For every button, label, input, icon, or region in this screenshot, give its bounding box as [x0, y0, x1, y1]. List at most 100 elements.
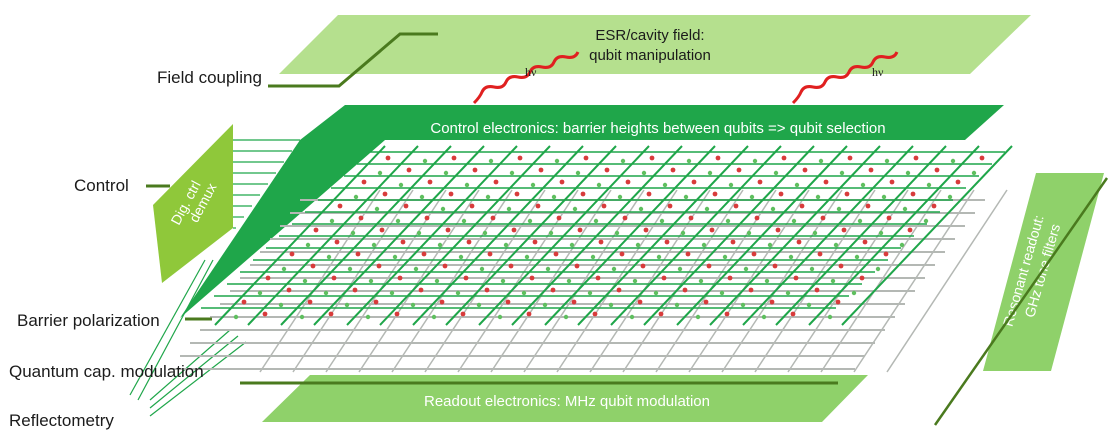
qubit-dot [310, 263, 316, 269]
qubit-dot [419, 194, 425, 200]
barrier-line-column [379, 145, 551, 326]
qubit-dot [833, 242, 839, 248]
readout-grid-column [490, 189, 612, 373]
readout-grid-column [754, 189, 876, 373]
readout-grid-column [787, 189, 909, 373]
qubit-dot [451, 155, 457, 161]
qubit-dot [413, 266, 419, 272]
qubit-dot [559, 179, 565, 185]
qubit-dot [538, 167, 544, 173]
qubit-dot [773, 170, 779, 176]
qubit-dot [761, 314, 767, 320]
qubit-dot [770, 206, 776, 212]
qubit-dot [751, 251, 757, 257]
qubit-dot [385, 155, 391, 161]
qubit-dot [500, 278, 506, 284]
control-electronics-slab [180, 140, 385, 318]
qubit-dot [733, 203, 739, 209]
reflectometry-wire [149, 341, 247, 417]
barrier-line-column [775, 145, 947, 326]
qubit-dot [479, 266, 485, 272]
qubit-dot [851, 290, 857, 296]
qubit-dot [529, 275, 535, 281]
readout-grid-column [853, 189, 975, 373]
qubit-dot [947, 194, 953, 200]
readout-grid-column [589, 189, 711, 373]
qubit-dot [616, 287, 622, 293]
label-field-coupling: Field coupling [157, 68, 262, 87]
qubit-dot [511, 227, 517, 233]
barrier-line-column [610, 145, 782, 326]
qubit-dot [526, 311, 532, 317]
qubit-dot [835, 299, 841, 305]
qubit-dot [596, 182, 602, 188]
qubit-dot [331, 275, 337, 281]
qubit-dot [286, 287, 292, 293]
resonant-connector [933, 177, 1109, 426]
qubit-dot [241, 299, 247, 305]
label-control: Control [74, 176, 129, 195]
qubit-dot [838, 263, 844, 269]
photon-wave-left-icon [472, 51, 580, 105]
qubit-dot [931, 203, 937, 209]
readout-grid-column [655, 189, 777, 373]
qubit-dot [440, 206, 446, 212]
qubit-dot [785, 290, 791, 296]
qubit-dot [397, 275, 403, 281]
qubit-dot [373, 299, 379, 305]
reflectometry-wire [149, 329, 231, 401]
qubit-dot [971, 170, 977, 176]
readout-grid-column [259, 189, 381, 373]
qubit-dot [265, 275, 271, 281]
qubit-dot [868, 167, 874, 173]
readout-grid-column [622, 189, 744, 373]
qubit-dot [905, 170, 911, 176]
qubit-dot [757, 179, 763, 185]
qubit-dot [406, 167, 412, 173]
qubit-dot [461, 218, 467, 224]
qubit-dot [860, 182, 866, 188]
qubit-dot [431, 314, 437, 320]
qubit-dot [563, 314, 569, 320]
qubit-dot [823, 179, 829, 185]
qubit-dot [398, 182, 404, 188]
qubit-dot [476, 302, 482, 308]
barrier-line-column [214, 145, 386, 326]
qubit-dot [878, 230, 884, 236]
barrier-line-column [412, 145, 584, 326]
qubit-dot [641, 170, 647, 176]
qubit-dot [595, 275, 601, 281]
qubit-dot [434, 278, 440, 284]
qubit-dot [583, 155, 589, 161]
qubit-dot [788, 254, 794, 260]
qubit-dot [724, 311, 730, 317]
qubit-dot [748, 287, 754, 293]
readout-grid-column [721, 189, 843, 373]
qubit-dot [643, 227, 649, 233]
qubit-dot [569, 242, 575, 248]
qubit-dot [421, 251, 427, 257]
qubit-dot [802, 167, 808, 173]
qubit-dot [514, 191, 520, 197]
qubit-dot [715, 155, 721, 161]
qubit-dot [862, 239, 868, 245]
qubit-dot [592, 311, 598, 317]
qubit-dot [725, 218, 731, 224]
readout-grid-column [886, 189, 1008, 373]
qubit-dot [368, 278, 374, 284]
qubit-dot [377, 170, 383, 176]
qubit-dot [302, 278, 308, 284]
qubit-dot [469, 203, 475, 209]
qubit-dot [703, 299, 709, 305]
qubit-dot [614, 230, 620, 236]
reflectometry-wire [149, 335, 239, 409]
photon-wave-right-icon [791, 51, 899, 105]
qubit-dot [395, 218, 401, 224]
qubit-dot [608, 302, 614, 308]
qubit-dot [809, 266, 815, 272]
qubit-dot [389, 290, 395, 296]
qubit-dot [625, 179, 631, 185]
qubit-dot [355, 251, 361, 257]
qubit-dot [706, 263, 712, 269]
wiring [129, 139, 300, 417]
